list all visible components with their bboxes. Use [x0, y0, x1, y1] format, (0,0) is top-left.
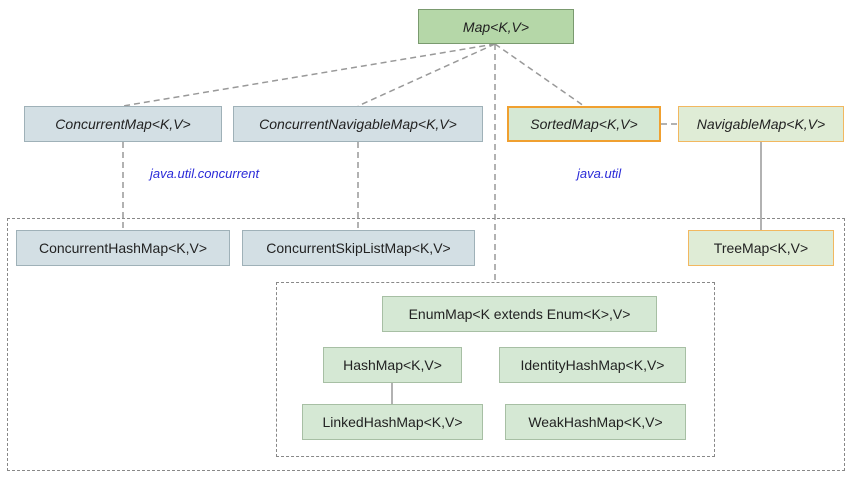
implementations-region [7, 218, 845, 471]
node-sorted-map[interactable]: SortedMap<K,V> [507, 106, 661, 142]
edge-map-sortedmap [494, 43, 585, 107]
package-label-concurrent: java.util.concurrent [150, 166, 260, 181]
edge-map-concurrentnavigablemap [357, 43, 496, 107]
node-linked-hash-map[interactable]: LinkedHashMap<K,V> [302, 404, 483, 440]
util-implementations-region [276, 282, 715, 457]
node-enum-map[interactable]: EnumMap<K extends Enum<K>,V> [382, 296, 657, 332]
node-map[interactable]: Map<K,V> [418, 9, 574, 44]
node-concurrent-skip-list-map[interactable]: ConcurrentSkipListMap<K,V> [242, 230, 475, 266]
node-concurrent-navigable-map[interactable]: ConcurrentNavigableMap<K,V> [233, 106, 483, 142]
node-concurrent-map[interactable]: ConcurrentMap<K,V> [24, 106, 222, 142]
node-identity-hash-map[interactable]: IdentityHashMap<K,V> [499, 347, 686, 383]
node-weak-hash-map[interactable]: WeakHashMap<K,V> [505, 404, 686, 440]
edge-map-concurrentmap [122, 43, 496, 107]
package-label-util: java.util [577, 166, 622, 181]
node-hash-map[interactable]: HashMap<K,V> [323, 347, 462, 383]
node-navigable-map[interactable]: NavigableMap<K,V> [678, 106, 844, 142]
node-concurrent-hash-map[interactable]: ConcurrentHashMap<K,V> [16, 230, 230, 266]
node-tree-map[interactable]: TreeMap<K,V> [688, 230, 834, 266]
